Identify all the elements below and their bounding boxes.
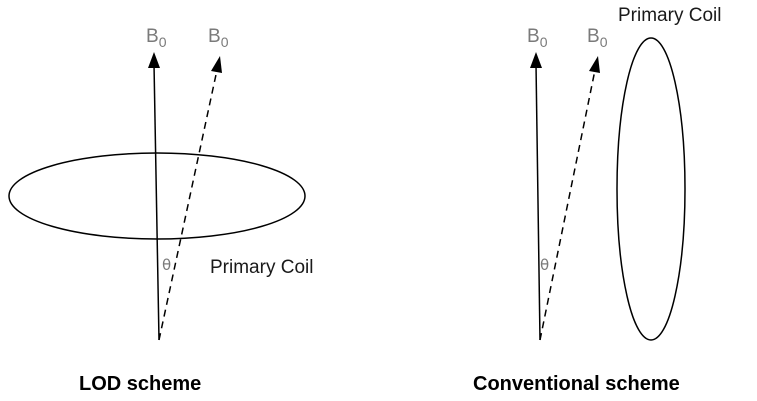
b0-solid-arrowhead (530, 52, 542, 68)
b0-solid-arrow-line (153, 63, 160, 341)
b0-solid-arrow-line (535, 63, 541, 341)
caption-conventional: Conventional scheme (473, 373, 680, 395)
primary-coil-label: Primary Coil (618, 5, 721, 26)
theta-label: θ (162, 256, 171, 274)
primary-coil-label: Primary Coil (210, 257, 313, 278)
b0-dashed-arrowhead (589, 56, 600, 73)
theta-label: θ (540, 256, 549, 274)
panel-lod: B0 B0 θ Primary Coil LOD scheme (8, 26, 313, 395)
caption-lod: LOD scheme (79, 373, 201, 395)
b0-label-solid: B0 (146, 26, 167, 50)
b0-label-dashed: B0 (587, 26, 608, 50)
primary-coil-vertical (616, 37, 686, 341)
primary-coil-horizontal (8, 152, 306, 240)
b0-dashed-arrowhead (211, 56, 222, 73)
b0-label-dashed: B0 (208, 26, 229, 50)
b0-dashed-arrow-line (539, 69, 596, 341)
b0-solid-arrowhead (148, 52, 160, 68)
panel-conventional: B0 B0 θ Primary Coil Conventional scheme (473, 5, 721, 395)
b0-label-solid: B0 (527, 26, 548, 50)
b0-dashed-arrow-line (158, 69, 218, 341)
